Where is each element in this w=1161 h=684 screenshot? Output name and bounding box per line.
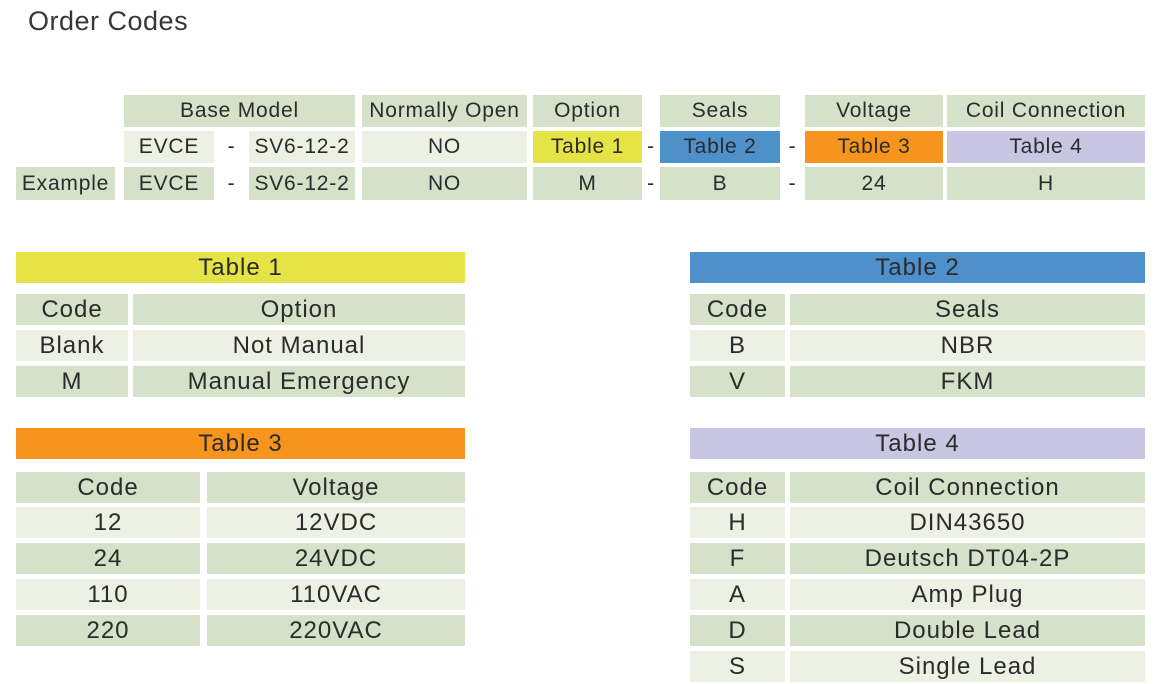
table4-col-coil: Coil Connection	[790, 472, 1145, 503]
code-dash-2: -	[647, 135, 655, 158]
example-dash-2: -	[647, 171, 655, 195]
table2-col-code: Code	[690, 294, 785, 325]
table3-col-code: Code	[16, 472, 200, 503]
table2-row-v-code: V	[690, 366, 785, 397]
table1-row-m-value: Manual Emergency	[133, 366, 465, 397]
table1-col-code: Code	[16, 294, 128, 325]
table3-row-110-code: 110	[16, 579, 200, 610]
table2-row-b-code: B	[690, 330, 785, 361]
table3-row-12-value: 12VDC	[207, 507, 465, 538]
example-normally-open: NO	[362, 167, 527, 200]
example-seals: B	[660, 167, 780, 200]
header-normally-open: Normally Open	[362, 95, 527, 127]
example-coil: H	[947, 167, 1145, 200]
code-normally-open: NO	[362, 131, 527, 163]
table1-title: Table 1	[16, 252, 465, 283]
table4-row-f-code: F	[690, 543, 785, 574]
header-option: Option	[533, 95, 642, 127]
example-option: M	[533, 167, 642, 200]
table1-col-option: Option	[133, 294, 465, 325]
table1-row-m-code: M	[16, 366, 128, 397]
code-dash-3: -	[788, 135, 797, 158]
code-dash-1: -	[227, 135, 236, 158]
code-base-suffix: SV6-12-2	[249, 131, 355, 163]
table4-row-s-value: Single Lead	[790, 651, 1145, 682]
table4-row-h-value: DIN43650	[790, 507, 1145, 538]
table4-row-d-value: Double Lead	[790, 615, 1145, 646]
table4-col-code: Code	[690, 472, 785, 503]
header-coil-connection: Coil Connection	[947, 95, 1145, 127]
example-base-suffix: SV6-12-2	[249, 167, 355, 200]
code-coil-table4: Table 4	[947, 131, 1145, 163]
table4-row-h-code: H	[690, 507, 785, 538]
header-seals: Seals	[660, 95, 780, 127]
code-seals-table2: Table 2	[660, 131, 780, 163]
table4-row-a-value: Amp Plug	[790, 579, 1145, 610]
table4-row-s-code: S	[690, 651, 785, 682]
example-base-prefix: EVCE	[124, 167, 214, 200]
table2-row-v-value: FKM	[790, 366, 1145, 397]
table3-row-24-code: 24	[16, 543, 200, 574]
example-dash-1: -	[227, 171, 236, 195]
table3-row-220-value: 220VAC	[207, 615, 465, 646]
table2-title: Table 2	[690, 252, 1145, 283]
table3-row-12-code: 12	[16, 507, 200, 538]
example-label: Example	[16, 167, 115, 200]
table1-row-blank-value: Not Manual	[133, 330, 465, 361]
example-dash-3: -	[788, 171, 797, 195]
table3-title: Table 3	[16, 428, 465, 459]
page-title: Order Codes	[28, 6, 189, 36]
table4-row-a-code: A	[690, 579, 785, 610]
table1-row-blank-code: Blank	[16, 330, 128, 361]
table2-row-b-value: NBR	[790, 330, 1145, 361]
table4-row-f-value: Deutsch DT04-2P	[790, 543, 1145, 574]
table4-title: Table 4	[690, 428, 1145, 459]
code-option-table1: Table 1	[533, 131, 642, 163]
header-base-model: Base Model	[124, 95, 355, 127]
table3-col-voltage: Voltage	[207, 472, 465, 503]
table3-row-24-value: 24VDC	[207, 543, 465, 574]
code-voltage-table3: Table 3	[805, 131, 943, 163]
table3-row-110-value: 110VAC	[207, 579, 465, 610]
table3-row-220-code: 220	[16, 615, 200, 646]
table4-row-d-code: D	[690, 615, 785, 646]
example-voltage: 24	[805, 167, 943, 200]
code-base-prefix: EVCE	[124, 131, 214, 163]
table2-col-seals: Seals	[790, 294, 1145, 325]
header-voltage: Voltage	[805, 95, 943, 127]
